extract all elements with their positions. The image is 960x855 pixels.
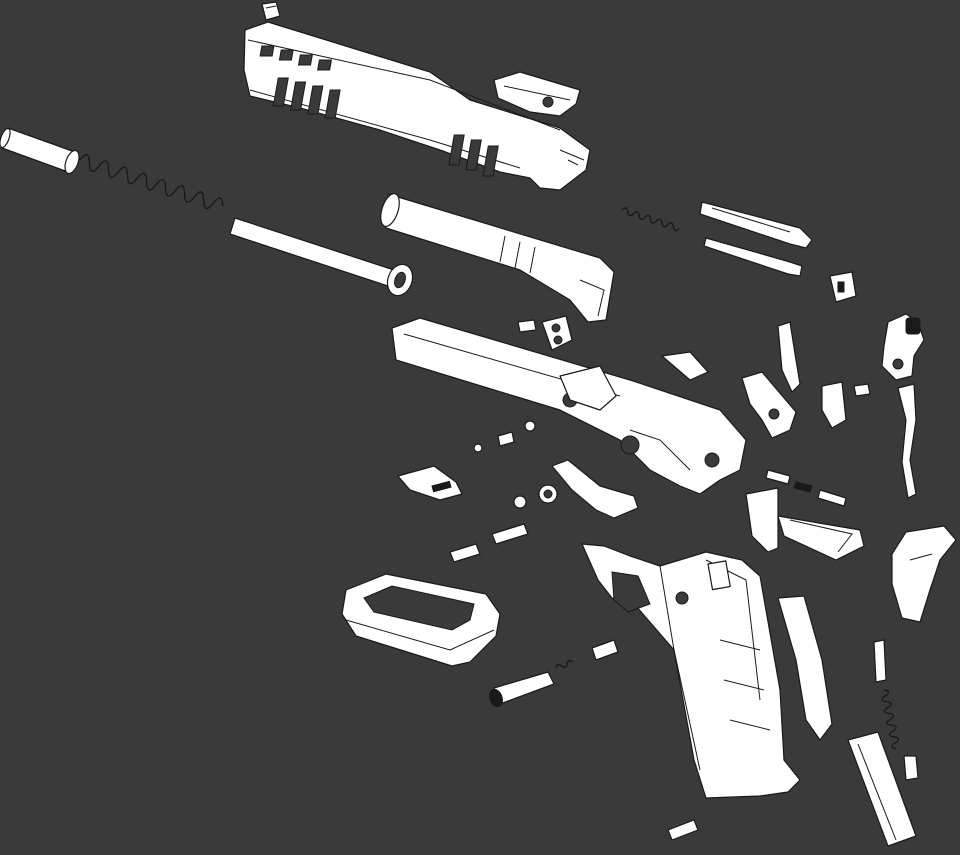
hammer	[881, 313, 925, 381]
slide	[243, 21, 591, 191]
guide-rod	[0, 127, 414, 297]
magazine-release	[489, 659, 574, 708]
firing-pin	[703, 237, 803, 277]
frame	[581, 543, 801, 799]
hammer-strut	[821, 381, 847, 429]
rear-sight	[261, 1, 281, 21]
grip-safety-lever	[897, 383, 917, 499]
magazine	[847, 731, 917, 847]
grip-panel	[777, 595, 833, 741]
sear-spring-clip	[829, 271, 857, 303]
front-sight	[493, 71, 581, 117]
magwell-funnel	[341, 573, 501, 667]
firing-pin-spring	[621, 207, 680, 232]
slide-lightening-cuts	[259, 45, 499, 177]
small-pins	[449, 383, 871, 841]
thumb-safety	[551, 459, 639, 519]
grip-safety	[891, 525, 957, 623]
sear	[741, 371, 797, 439]
slide-stop-lever	[397, 465, 463, 501]
mainspring	[873, 639, 919, 781]
barrel	[380, 193, 615, 323]
slide-stop	[517, 315, 573, 351]
dust-cover-rail	[391, 317, 747, 495]
disconnector	[777, 321, 801, 393]
trigger	[745, 487, 865, 561]
extractor	[699, 201, 813, 249]
recoil-spring	[79, 154, 224, 210]
